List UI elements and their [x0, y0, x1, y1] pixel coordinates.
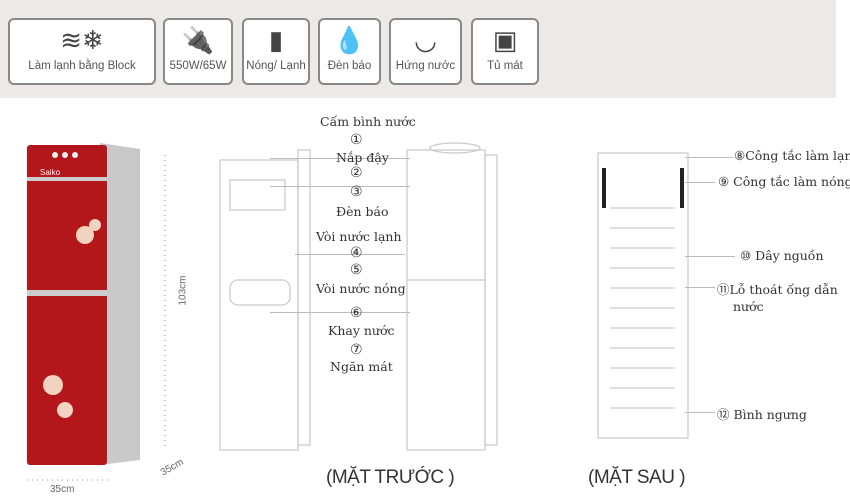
callout-1: ①: [350, 132, 363, 148]
label-bottle-slot: Cấm bình nước: [320, 114, 416, 129]
front-view-caption: (MẶT TRƯỚC ): [326, 467, 455, 488]
label-drain-outlet: ⑪Lỗ thoát ống dẫn: [717, 282, 838, 297]
label-lid: Nắp đậy: [336, 150, 389, 165]
height-dimension: 103cm: [177, 275, 189, 306]
product-image: Saiko: [27, 143, 166, 481]
snowflake-cooling-icon: ≋❄: [60, 26, 104, 56]
feature-label: Tủ mát: [487, 60, 523, 72]
label-power-cord: ⑩ Dây nguồn: [740, 248, 824, 263]
power-plug-icon: 🔌: [181, 26, 215, 56]
callout-line: [685, 287, 715, 288]
feature-tray: ◡ Hứng nước: [389, 18, 462, 85]
dispenser-cabinet-icon: ▣: [492, 26, 518, 56]
callout-4: ④: [350, 245, 363, 261]
back-view-drawing: [597, 152, 689, 439]
brand-logo: Saiko: [40, 168, 61, 177]
callout-line: [685, 182, 715, 183]
front-view-drawing: [219, 142, 498, 451]
feature-power: 🔌 550W/65W: [163, 18, 233, 85]
label-drain-outlet-cont: nước: [733, 299, 764, 314]
callout-line: [295, 254, 405, 255]
label-hot-tap: Vòi nước nóng: [316, 281, 406, 296]
water-drop-sparkle-icon: 💧: [333, 26, 366, 56]
feature-label: Hứng nước: [395, 60, 456, 72]
feature-label: Đèn báo: [327, 60, 372, 72]
feature-cabinet: ▣ Tủ mát: [471, 18, 539, 85]
callout-line: [685, 157, 733, 158]
feature-label: Nóng/ Lạnh: [246, 60, 306, 72]
label-heating-switch: ⑨ Công tắc làm nóng: [718, 174, 850, 189]
feature-block-cooling: ≋❄ Làm lạnh bằng Block: [8, 18, 156, 85]
bottle-cups-icon: ▮: [268, 26, 284, 56]
callout-line: [270, 186, 410, 187]
callout-line: [685, 256, 735, 257]
callout-line: [270, 312, 410, 313]
label-drip-tray: Khay nước: [328, 323, 395, 338]
width-dimension: 35cm: [50, 484, 75, 495]
callout-7: ⑦: [350, 342, 363, 358]
label-cold-tap: Vòi nước lạnh: [316, 229, 402, 244]
label-cooling-switch: ⑧Công tắc làm lạnh: [734, 148, 850, 163]
callout-line: [685, 412, 715, 413]
feature-banner: ≋❄ Làm lạnh bằng Block 🔌 550W/65W ▮ Nóng/ L…: [0, 0, 836, 98]
back-view-caption: (MẶT SAU ): [588, 467, 686, 488]
feature-label: 550W/65W: [169, 60, 227, 72]
feature-indicator: 💧 Đèn báo: [318, 18, 381, 85]
label-condenser: ⑫ Bình ngưng: [717, 407, 807, 422]
feature-hot-cold: ▮ Nóng/ Lạnh: [242, 18, 310, 85]
callout-2: ②: [350, 165, 363, 181]
label-cabinet: Ngăn mát: [330, 359, 393, 374]
callout-3: ③: [350, 184, 363, 200]
label-indicator: Đèn báo: [336, 204, 389, 219]
callout-5: ⑤: [350, 262, 363, 278]
water-tray-icon: ◡: [414, 26, 437, 56]
callout-6: ⑥: [350, 305, 363, 321]
feature-label: Làm lạnh bằng Block: [28, 60, 136, 72]
callout-line: [270, 158, 410, 159]
